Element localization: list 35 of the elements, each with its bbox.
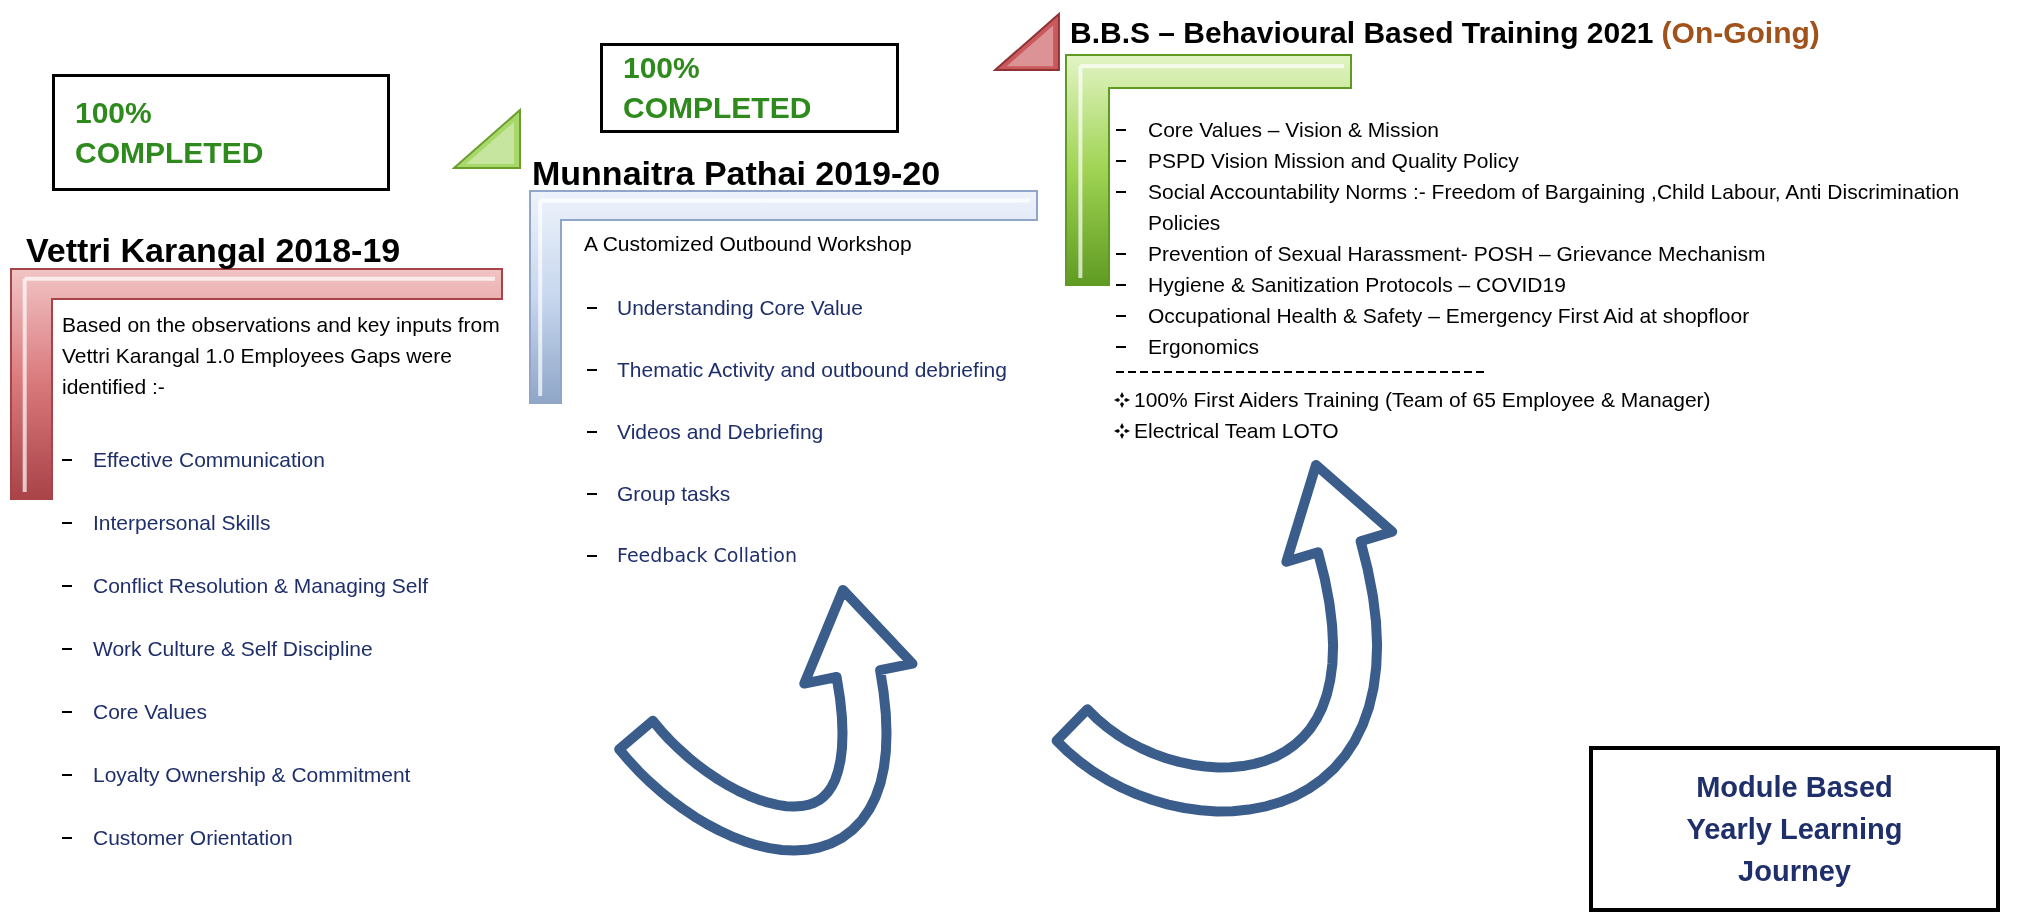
list-item: Occupational Health & Safety – Emergency First Aid at shopfloor — [1148, 303, 1750, 329]
section-title: Vettri Karangal 2018-19 — [26, 230, 401, 271]
section-title: Munnaitra Pathai 2019-20 — [532, 153, 941, 194]
list-item: Electrical Team LOTO — [1134, 418, 1339, 444]
label-box — [1589, 746, 2000, 912]
status-text: (On-Going) — [1661, 15, 1820, 51]
list-item: Ergonomics — [1148, 334, 1259, 360]
list-item: Effective Communication — [93, 446, 325, 473]
list-item: PSPD Vision Mission and Quality Policy — [1148, 148, 1519, 174]
section-title: B.B.S – Behavioural Based Training 2021 — [1070, 15, 1654, 51]
list-item: Work Culture & Self Discipline — [93, 635, 373, 662]
list-item: Core Values — [93, 698, 207, 725]
list-item: Social Accountability Norms :- Freedom of Bargaining ,Child Labour, Anti Discrimination Policies — [1148, 179, 1961, 236]
intro-text: A Customized Outbound Workshop — [584, 231, 912, 257]
list-item: Understanding Core Value — [617, 294, 863, 321]
list-item: Customer Orientation — [93, 824, 293, 851]
box-title: Module Based Yearly Learning Journey — [1685, 770, 1904, 889]
list-item: 100% First Aiders Training (Team of 65 Employee & Manager) — [1134, 387, 1711, 413]
list-item: Conflict Resolution & Managing Self — [93, 572, 428, 599]
status-box — [600, 43, 899, 133]
intro-text: Based on the observations and key inputs from Vettri Karangal 1.0 Employees Gaps were identified :- — [62, 312, 501, 400]
list-item: Prevention of Sexual Harassment- POSH – Grievance Mechanism — [1148, 241, 1766, 267]
status-text: 100% COMPLETED — [75, 94, 265, 171]
list-item: Hygiene & Sanitization Protocols – COVID19 — [1148, 272, 1566, 298]
status-text: 100% COMPLETED — [623, 50, 813, 126]
curved-arrow — [1051, 460, 1398, 817]
list-item: Feedback Collation — [617, 543, 797, 569]
status-box — [52, 74, 390, 191]
list-item: Loyalty Ownership & Commitment — [93, 761, 411, 788]
curved-arrow — [614, 585, 918, 856]
list-item: Thematic Activity and outbound debriefing — [617, 356, 1007, 383]
list-item: Interpersonal Skills — [93, 509, 271, 536]
list-item: Group tasks — [617, 480, 731, 507]
list-item: Core Values – Vision & Mission — [1148, 117, 1440, 143]
list-item: Videos and Debriefing — [617, 418, 824, 445]
